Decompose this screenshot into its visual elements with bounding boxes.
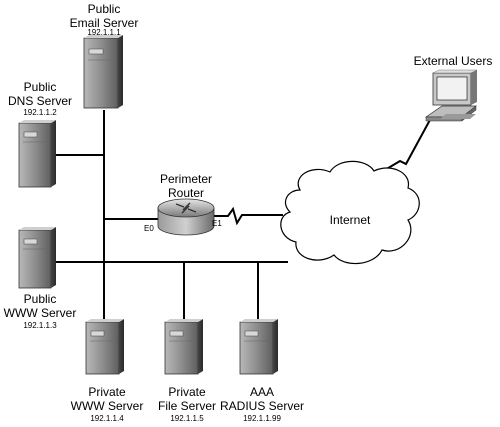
dns-server-icon [18,120,56,188]
public-www-server-ip: 192.1.1.3 [23,321,57,330]
aaa-server-label-line1: AAA [249,385,274,399]
public-www-server-label-line1: Public [23,292,57,306]
email-server-ip: 192.1.1.1 [87,28,121,37]
public-www-server-label: Public WWW Server [0,292,80,320]
dns-server-label-line2: DNS Server [7,94,72,108]
file-server-ip: 192.1.1.5 [170,414,204,423]
aaa-server-ip: 192.1.1.99 [243,414,281,423]
router-label-line2: Router [167,186,205,200]
router-port-e0: E0 [144,224,154,233]
public-www-server-label-line2: WWW Server [3,306,77,320]
email-server-icon [83,35,123,109]
network-links [52,110,432,320]
aaa-server-label-line2: RADIUS Server [219,399,305,413]
router-icon [157,198,215,236]
internet-cloud-icon [280,160,420,265]
file-server-label-line1: Private [168,385,206,399]
private-www-server-label: Private WWW Server [62,385,152,413]
router-port-e1: E1 [212,219,222,228]
private-www-server-label-line1: Private [88,385,126,399]
email-server-label-line1: Public [87,2,121,16]
email-server-label: Public Email Server [52,2,156,30]
aaa-server-icon [239,319,278,375]
internet-label: Internet [329,213,371,227]
dns-server-ip: 192.1.1.2 [23,108,57,117]
router-label-line1: Perimeter [159,172,212,186]
file-server-label: Private File Server [142,385,232,413]
router-label: Perimeter Router [136,172,236,200]
private-www-server-label-line2: WWW Server [70,399,144,413]
aaa-server-label: AAA RADIUS Server [212,385,312,413]
private-www-server-ip: 192.1.1.4 [90,414,124,423]
file-server-icon [164,319,203,375]
external-users-label: External Users [413,54,493,68]
workstation-icon [424,69,478,122]
dns-server-label-line1: Public [23,80,57,94]
file-server-label-line2: File Server [157,399,216,413]
private-www-server-icon [85,319,124,375]
email-server-label-line2: Email Server [69,16,139,30]
router-internet-wan-link [214,206,283,226]
public-www-server-icon [18,227,56,289]
dns-server-label: Public DNS Server [0,80,80,108]
